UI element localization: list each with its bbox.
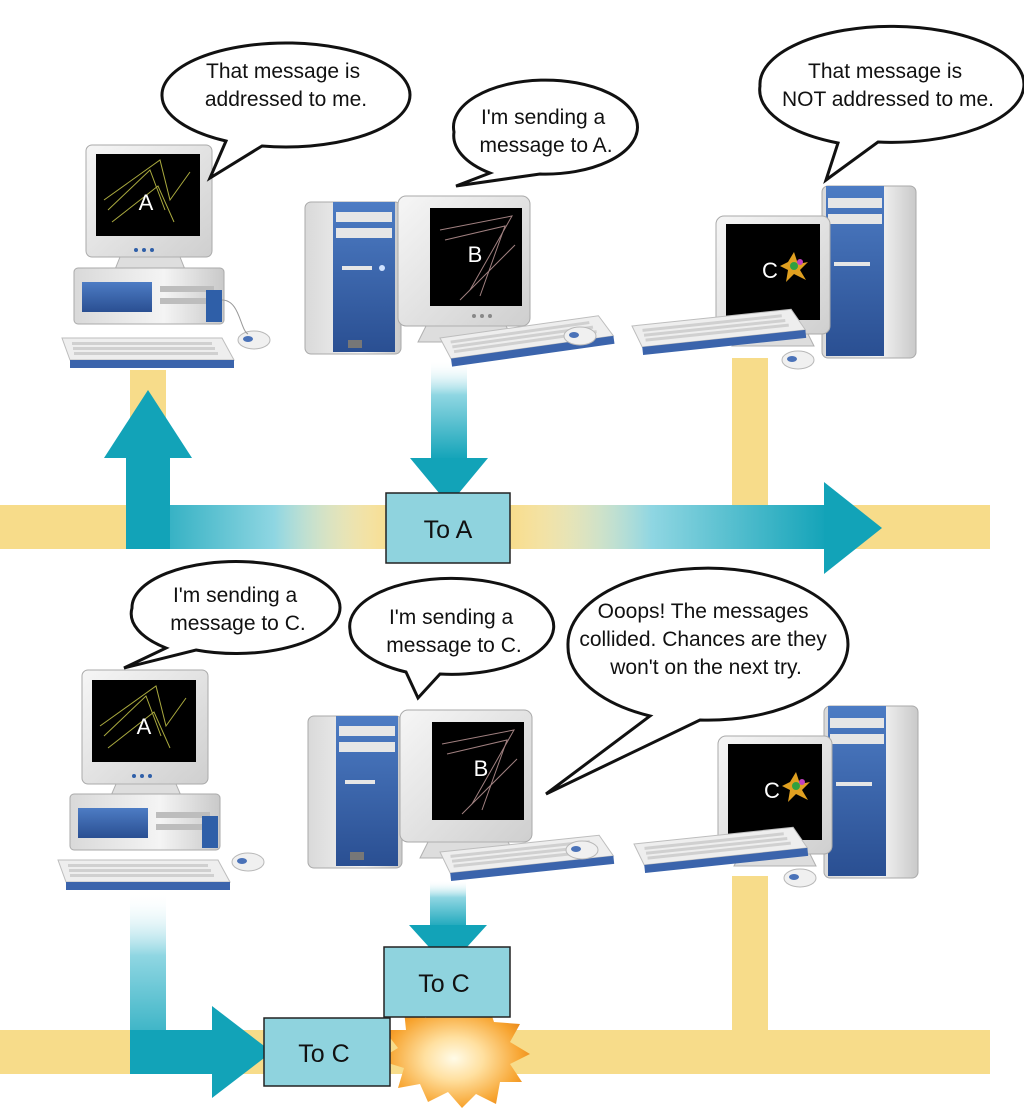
bottom-screen-label-c: C bbox=[764, 778, 780, 803]
bottom-packet-b-label: To C bbox=[418, 970, 469, 998]
bottom-packet-a-label: To C bbox=[298, 1040, 349, 1068]
svg-text:Ooops! The messages co: Ooops! The messages collided. Chances ar… bbox=[579, 600, 832, 679]
top-computer-a: A bbox=[61, 144, 271, 369]
bottom-packet-b: To C bbox=[383, 946, 511, 1018]
bottom-arrow-right-head bbox=[212, 1006, 272, 1098]
top-arrow-up-shaft bbox=[126, 455, 170, 549]
bottom-screen-label-a: A bbox=[137, 714, 152, 739]
bottom-computer-c: C bbox=[633, 705, 919, 888]
top-screen-label-a: A bbox=[139, 190, 154, 215]
top-arrow-right-shaft bbox=[508, 505, 828, 549]
top-bubble-c-line-2: NOT addressed to me. bbox=[782, 88, 994, 111]
svg-text:That message is NOT ad: That message is NOT addressed to me. bbox=[782, 60, 994, 111]
bottom-computer-a: A bbox=[57, 669, 265, 891]
top-bubble-a: That message is addressed to me. bbox=[160, 41, 412, 182]
bottom-computer-b: B bbox=[307, 709, 615, 883]
top-bubble-b-line-1: I'm sending a bbox=[481, 106, 606, 129]
bottom-bubble-b-line-2: message to C. bbox=[386, 634, 521, 657]
top-screen-label-c: C bbox=[762, 258, 778, 283]
svg-text:I'm sending a message: I'm sending a message to C. bbox=[386, 606, 521, 657]
bottom-bubble-a: I'm sending a message to C. bbox=[123, 560, 342, 670]
bottom-packet-a: To C bbox=[263, 1017, 391, 1087]
top-computer-c: C bbox=[631, 185, 917, 370]
top-computer-b: B bbox=[304, 195, 616, 369]
top-screen-label-b: B bbox=[468, 242, 483, 267]
bottom-bubble-c: Ooops! The messages collided. Chances ar… bbox=[545, 566, 850, 796]
top-screensaver-a bbox=[103, 159, 191, 223]
bottom-arrow-b-down-shaft bbox=[430, 880, 466, 930]
bottom-drop-c bbox=[732, 876, 768, 1036]
top-arrow-b-down-head bbox=[410, 458, 488, 505]
bottom-screen-label-b: B bbox=[474, 756, 489, 781]
top-bubble-c-line-1: That message is bbox=[808, 60, 962, 83]
top-arrow-right-head bbox=[824, 482, 882, 574]
bottom-bubble-b-line-1: I'm sending a bbox=[389, 606, 514, 629]
top-bubble-b-line-2: message to A. bbox=[479, 134, 612, 157]
top-bubble-a-line-2: addressed to me. bbox=[205, 88, 367, 111]
bottom-bubble-a-line-1: I'm sending a bbox=[173, 584, 298, 607]
bottom-scenario: To C To C A bbox=[0, 560, 990, 1108]
bottom-bubble-c-line-3: won't on the next try. bbox=[609, 656, 802, 679]
top-arrow-b-down-shaft bbox=[431, 360, 467, 460]
bottom-bubble-a-line-2: message to C. bbox=[170, 612, 305, 635]
svg-text:I'm sending a message: I'm sending a message to A. bbox=[479, 106, 612, 157]
top-screensaver-c bbox=[780, 252, 808, 282]
svg-text:I'm sending a message: I'm sending a message to C. bbox=[170, 584, 305, 635]
collision-burst bbox=[378, 998, 530, 1108]
top-bubble-c: That message is NOT addressed to me. bbox=[758, 24, 1024, 184]
bottom-bubble-b: I'm sending a message to C. bbox=[348, 576, 556, 701]
top-arrow-up-head bbox=[104, 390, 192, 458]
top-drop-c bbox=[732, 358, 768, 508]
bottom-bubble-c-line-1: Ooops! The messages bbox=[598, 600, 809, 623]
top-scenario: To A A bbox=[0, 24, 1024, 574]
top-arrow-left-shaft bbox=[126, 505, 396, 549]
bottom-bubble-c-line-2: collided. Chances are they bbox=[579, 628, 827, 651]
top-bubble-b: I'm sending a message to A. bbox=[452, 78, 639, 188]
top-packet-label: To A bbox=[424, 516, 473, 544]
top-bubble-a-line-1: That message is bbox=[206, 60, 360, 83]
top-packet: To A bbox=[385, 492, 511, 564]
svg-text:That message is addres: That message is addressed to me. bbox=[205, 60, 367, 111]
